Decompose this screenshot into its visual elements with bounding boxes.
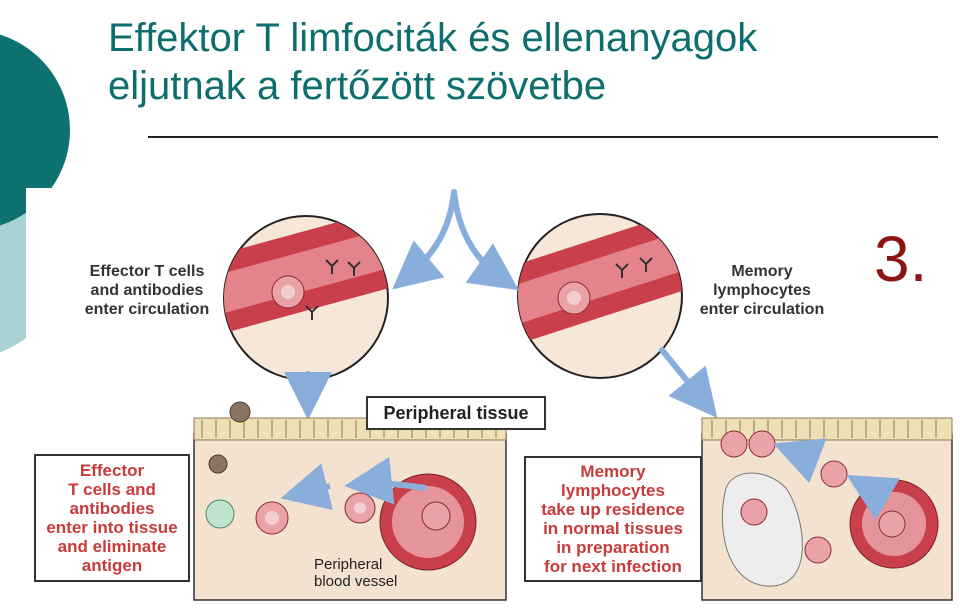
box-line: T cells and bbox=[68, 480, 156, 499]
right-tissue-panel bbox=[701, 417, 953, 601]
branch-arrows bbox=[284, 189, 718, 420]
label-line: enter circulation bbox=[84, 301, 210, 318]
slide-title: Effektor T limfociták és ellenanyagok el… bbox=[108, 14, 928, 110]
box-line: Memory bbox=[580, 462, 646, 481]
peripheral-tissue-label: Peripheral tissue bbox=[366, 396, 546, 430]
slide-number: 3. bbox=[874, 223, 928, 295]
box-line: Effector bbox=[79, 461, 145, 480]
title-line-1: Effektor T limfociták és ellenanyagok bbox=[108, 16, 758, 60]
box-line: in preparation bbox=[556, 538, 670, 557]
box-line: take up residence bbox=[541, 500, 685, 519]
label-memory-enter-circulation: Memory lymphocytes enter circulation bbox=[682, 262, 842, 319]
title-divider bbox=[148, 136, 938, 138]
left-magnified-vessel bbox=[223, 215, 389, 381]
label-line: Peripheral bbox=[314, 556, 383, 573]
label-line: and antibodies bbox=[90, 282, 204, 299]
label-line: lymphocytes bbox=[713, 282, 811, 299]
title-line-2: eljutnak a fertőzött szövetbe bbox=[108, 64, 607, 108]
effector-action-box: Effector T cells and antibodies enter in… bbox=[34, 454, 190, 582]
box-line: lymphocytes bbox=[561, 481, 665, 500]
label-line: Memory bbox=[731, 263, 793, 280]
peripheral-blood-vessel-label: Peripheral blood vessel bbox=[314, 556, 414, 590]
box-line: for next infection bbox=[544, 557, 682, 576]
label-line: blood vessel bbox=[314, 573, 398, 590]
diagram-illustration bbox=[193, 189, 953, 601]
box-line: in normal tissues bbox=[543, 519, 683, 538]
box-line: antibodies bbox=[69, 499, 155, 518]
memory-action-box: Memory lymphocytes take up residence in … bbox=[524, 456, 702, 582]
label-line: enter circulation bbox=[699, 301, 825, 318]
label-line: Effector T cells bbox=[89, 263, 205, 280]
box-line: antigen bbox=[81, 556, 143, 575]
box-line: enter into tissue bbox=[46, 518, 178, 537]
box-line: and eliminate bbox=[57, 537, 167, 556]
label-effector-enter-circulation: Effector T cells and antibodies enter ci… bbox=[62, 262, 232, 319]
